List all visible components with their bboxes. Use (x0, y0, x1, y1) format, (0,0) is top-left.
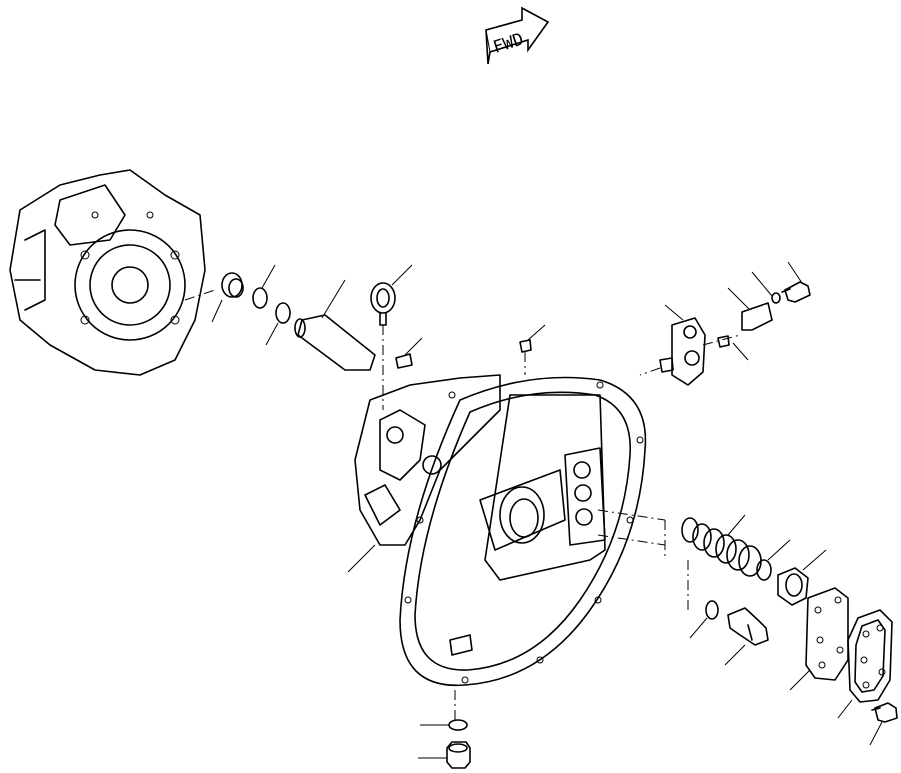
cover-bolt-icon (869, 702, 898, 746)
shaft-icon (294, 279, 376, 371)
pump-assembly-icon (9, 169, 216, 376)
valve-block-icon (639, 304, 741, 386)
small-plug-icon (395, 324, 546, 375)
o-ring-right-icon (756, 539, 791, 581)
drain-plug-icon (418, 741, 471, 769)
eye-bolt-icon (370, 264, 413, 410)
o-ring-icon (252, 264, 291, 346)
drain-o-ring-icon (420, 719, 468, 731)
housing-icon (347, 374, 501, 573)
fitting-icon (724, 607, 769, 666)
o-ring-lower-icon (689, 600, 719, 639)
cover-plate-icon (837, 609, 893, 719)
seal-ring-icon (211, 272, 244, 323)
plug-icon (777, 549, 827, 606)
gasket-plate-icon (789, 587, 849, 691)
bracket-icon (717, 287, 773, 361)
fwd-arrow-icon: FWD (485, 6, 550, 65)
flange-plate-icon (399, 376, 689, 720)
bolt-icon (751, 261, 811, 304)
spring-icon (681, 514, 762, 577)
